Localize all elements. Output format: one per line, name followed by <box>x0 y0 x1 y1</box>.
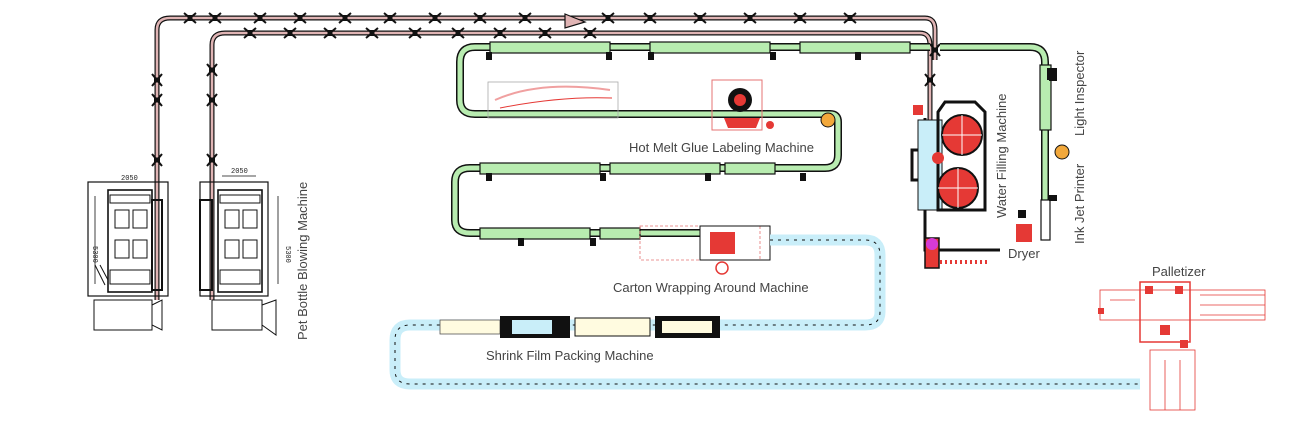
ink-jet-unit <box>1054 144 1070 160</box>
dimension-lines <box>94 175 279 284</box>
label-light-inspector: Light Inspector <box>1072 50 1087 136</box>
label-water-filling: Water Filling Machine <box>994 93 1009 218</box>
air-conveyor-brackets <box>151 12 941 167</box>
air-conveyor <box>154 15 938 300</box>
palletizer-marks <box>1098 286 1188 348</box>
bottle-conveyor-segments <box>479 41 1052 241</box>
air-conveyor-arrow <box>564 13 587 29</box>
carton-wrapping-machine <box>639 225 771 275</box>
hot-melt-machine <box>487 79 836 131</box>
palletizer-unit <box>1099 281 1266 411</box>
label-blowing-machine: Pet Bottle Blowing Machine <box>295 182 310 340</box>
label-shrink-film: Shrink Film Packing Machine <box>486 348 654 363</box>
shrink-film-machine <box>439 316 720 338</box>
dryer-unit <box>1016 210 1032 242</box>
dimension-width-b: 2050 <box>231 168 248 176</box>
light-inspector-unit <box>1047 68 1057 80</box>
label-palletizer: Palletizer <box>1152 264 1206 279</box>
dimension-height-a: 5300 <box>90 246 98 263</box>
dimension-height-b: 5300 <box>283 246 291 263</box>
label-ink-jet-printer: Ink Jet Printer <box>1072 163 1087 244</box>
label-hot-melt-glue-labeling: Hot Melt Glue Labeling Machine <box>629 140 814 155</box>
label-dryer: Dryer <box>1008 246 1040 261</box>
label-carton-wrapping: Carton Wrapping Around Machine <box>613 280 809 295</box>
blowing-machine-2 <box>199 181 277 336</box>
water-filling-machine <box>910 100 1000 269</box>
bottle-conveyor <box>451 43 1049 237</box>
blowing-machine-1 <box>87 181 169 331</box>
dimension-width-a: 2050 <box>121 175 138 183</box>
